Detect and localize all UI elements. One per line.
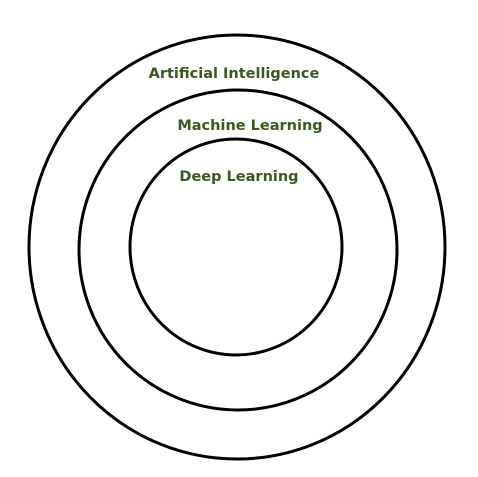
ring-artificial-intelligence xyxy=(27,33,447,461)
label-deep-learning: Deep Learning xyxy=(179,169,298,185)
label-machine-learning: Machine Learning xyxy=(177,118,322,134)
label-artificial-intelligence: Artificial Intelligence xyxy=(149,66,320,82)
ring-machine-learning xyxy=(77,88,399,412)
ring-deep-learning xyxy=(128,137,344,357)
